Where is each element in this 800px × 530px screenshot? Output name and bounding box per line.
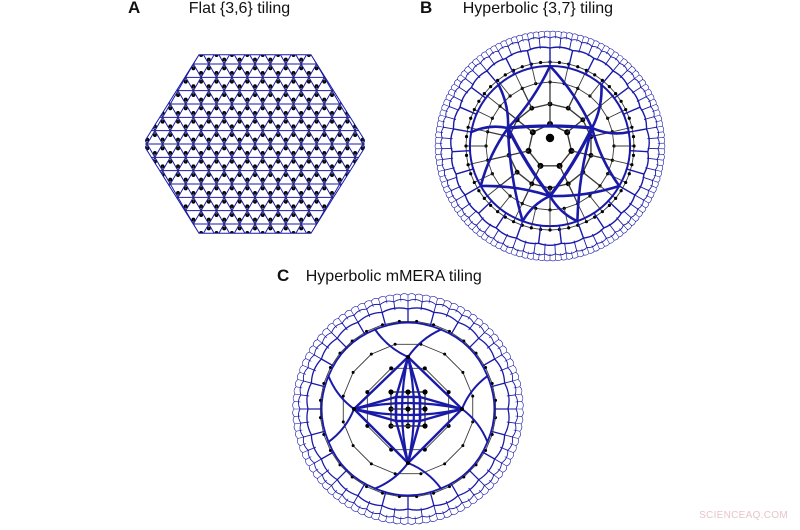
panel-b-letter: B — [420, 0, 433, 17]
hyperbolic-mmera-tiling-diagram — [292, 293, 524, 525]
panel-b-label: Hyperbolic {3,7} tiling — [462, 0, 614, 17]
hyperbolic-37-tiling-diagram — [434, 30, 666, 262]
flat-tiling-diagram — [145, 54, 365, 234]
panel-a-title: A Flat {3,6} tiling — [128, 0, 290, 18]
panel-c-label: Hyperbolic mMERA tiling — [305, 268, 482, 285]
panel-a-label: Flat {3,6} tiling — [188, 0, 291, 17]
watermark: SCIENCEAQ.COM — [699, 510, 788, 521]
panel-b-title: B Hyperbolic {3,7} tiling — [420, 0, 613, 18]
panel-c-letter: C — [277, 266, 290, 285]
panel-c-title: C Hyperbolic mMERA tiling — [277, 266, 482, 286]
panel-a-letter: A — [128, 0, 141, 17]
